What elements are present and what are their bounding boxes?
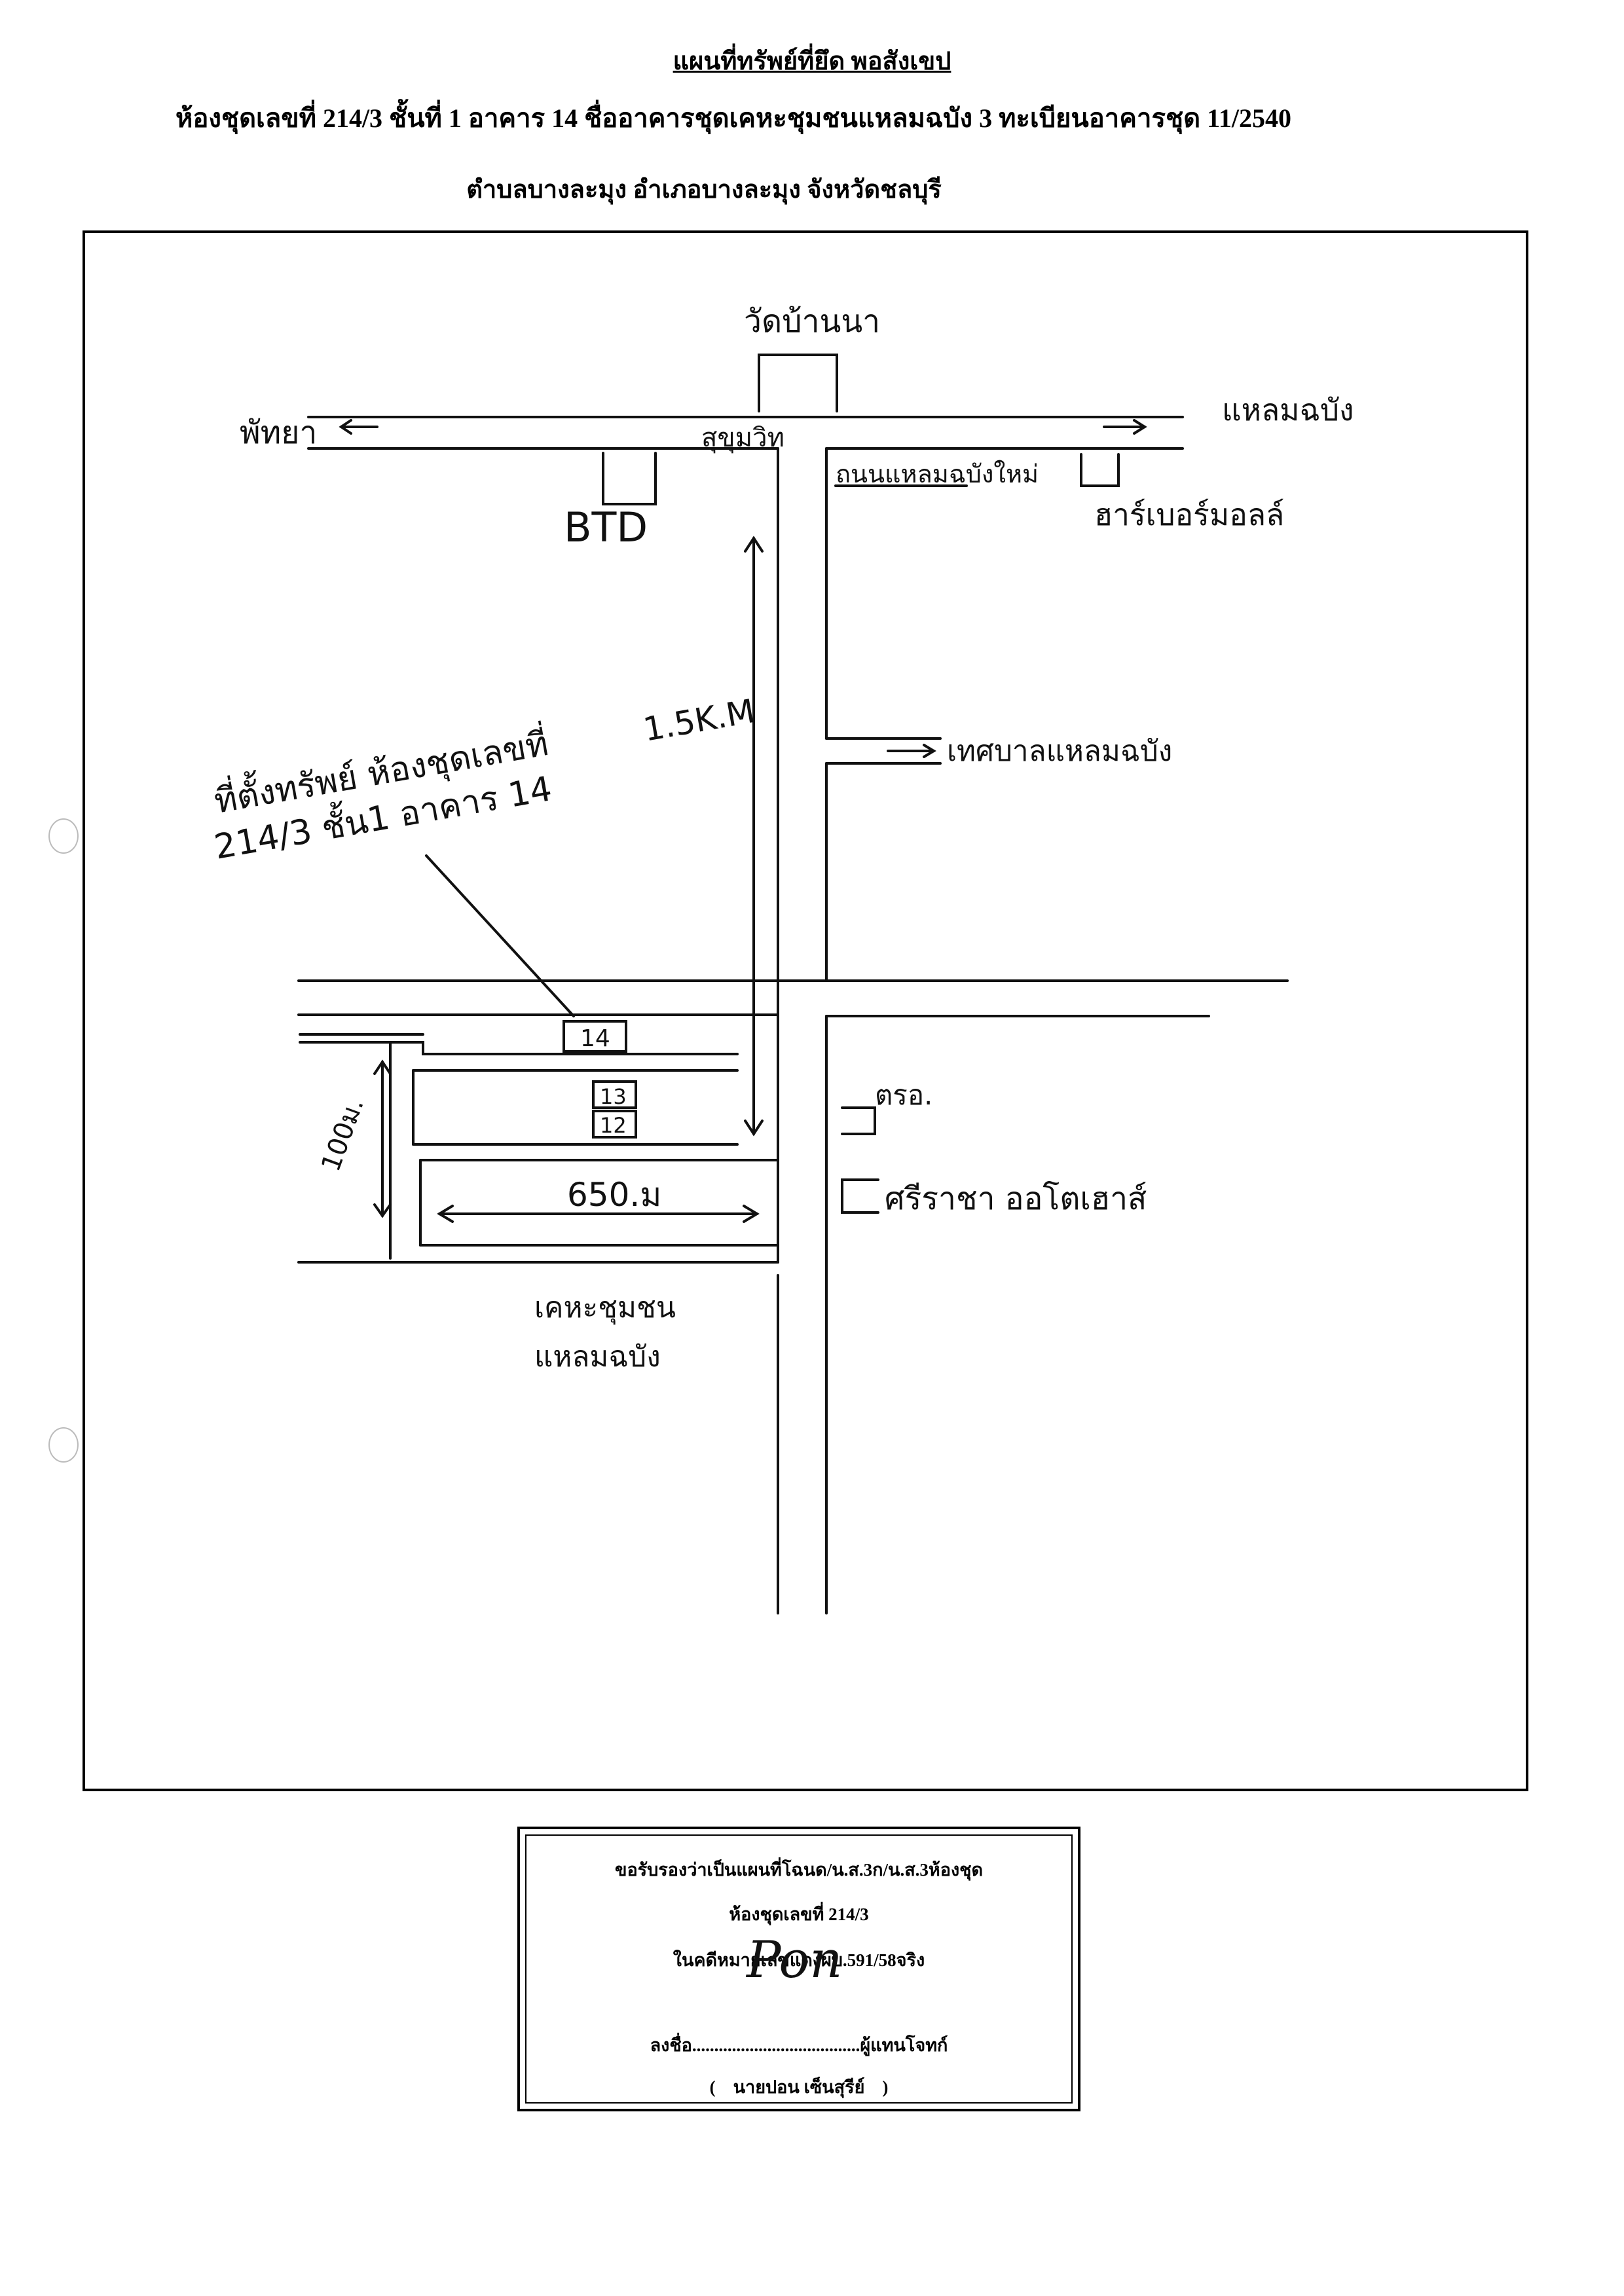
- label-building-13: 13: [600, 1084, 627, 1109]
- label-harbor-mall: ฮาร์เบอร์มอลล์: [1094, 497, 1284, 532]
- label-municipality: เทศบาลแหลมฉบัง: [947, 735, 1172, 768]
- sign-role: ผู้แทนโจทก์: [860, 2035, 948, 2055]
- label-building-12: 12: [600, 1113, 627, 1138]
- property-description: ห้องชุดเลขที่ 214/3 ชั้นที่ 1 อาคาร 14 ช…: [175, 103, 1291, 133]
- distance-arrow-650m-right: [743, 1205, 760, 1223]
- label-temple: วัดบ้านนา: [744, 303, 880, 340]
- arrow-right-head: [1133, 419, 1147, 435]
- map-frame: [83, 230, 1528, 1791]
- signer-name-row: ( นายปอน เซ็นสุรีย์ ): [520, 2073, 1078, 2101]
- name-close-paren: ): [882, 2077, 889, 2097]
- signature-row: ลงชื่อ..................................…: [520, 2031, 1078, 2059]
- handwritten-signature: Pon: [745, 1931, 843, 1990]
- label-distance-650m: 650.ม: [567, 1176, 661, 1214]
- page-title: แผนที่ทรัพย์ที่ยึด พอสังเขป: [673, 48, 951, 75]
- sketch-map: วัดบ้านนา พัทยา แหลมฉบัง สุขุมวิท BTD ถน…: [210, 303, 1354, 1614]
- distance-arrow-100m-bottom: [373, 1203, 392, 1218]
- distance-arrow-650m-left: [437, 1205, 454, 1223]
- label-pattaya: พัทยา: [240, 414, 317, 451]
- location-description: ตำบลบางละมุง อำเภอบางละมุง จังหวัดชลบุรี: [466, 176, 942, 204]
- label-community-line2: แหลมฉบัง: [534, 1340, 661, 1374]
- label-laem-chabang-direction: แหลมฉบัง: [1222, 392, 1354, 428]
- label-btd: BTD: [564, 503, 648, 551]
- building-12-box: [592, 1110, 637, 1139]
- label-bypass-road: ถนนแหลมฉบังใหม่: [836, 460, 1039, 488]
- signer-name: นายปอน เซ็นสุรีย์: [733, 2077, 865, 2097]
- building-13-box: [592, 1080, 637, 1109]
- label-community-line1: เคหะชุมชน: [534, 1291, 676, 1325]
- label-hospital: ศรีราชา ออโตเฮาส์: [885, 1180, 1147, 1217]
- label-sukhumvit: สุขุมวิท: [701, 423, 784, 454]
- punch-hole-top: [48, 818, 79, 854]
- sign-dots: ......................................: [692, 2035, 860, 2055]
- label-building-14: 14: [580, 1025, 610, 1052]
- municipality-arrow-head: [923, 744, 936, 758]
- btd-outline: [602, 452, 657, 505]
- label-distance-100m: 100ม.: [316, 1094, 370, 1175]
- distance-arrow-100m-top: [373, 1059, 392, 1075]
- sign-label: ลงชื่อ: [650, 2035, 692, 2055]
- certification-box: ขอรับรองว่าเป็นแผนที่โฉนด/น.ส.3ก/น.ส.3ห้…: [517, 1827, 1080, 2111]
- name-open-paren: (: [709, 2077, 716, 2097]
- building-14-box: [563, 1020, 627, 1053]
- punch-hole-bottom: [48, 1427, 79, 1463]
- label-police: ตรอ.: [875, 1079, 932, 1111]
- distance-arrow-bottom-head: [744, 1120, 764, 1137]
- hospital-box: [841, 1178, 879, 1214]
- certification-line1: ขอรับรองว่าเป็นแผนที่โฉนด/น.ส.3ก/น.ส.3ห้…: [614, 1860, 983, 1880]
- temple-outline: [758, 354, 838, 412]
- block-outline-1: [299, 1041, 739, 1055]
- label-distance-1-5km: 1.5K.M: [640, 692, 758, 749]
- certification-line3: ในคดีหมายเลขแดงผบ.591/58จริง: [673, 1950, 925, 1970]
- distance-arrow-top-head: [744, 536, 764, 553]
- police-box: [841, 1106, 876, 1135]
- mall-box: [1080, 453, 1120, 487]
- certification-line2: ห้องชุดเลขที่ 214/3: [729, 1904, 869, 1924]
- property-pointer: [425, 854, 575, 1017]
- arrow-left-head: [339, 419, 352, 435]
- signature-text: Pon: [745, 1931, 843, 1990]
